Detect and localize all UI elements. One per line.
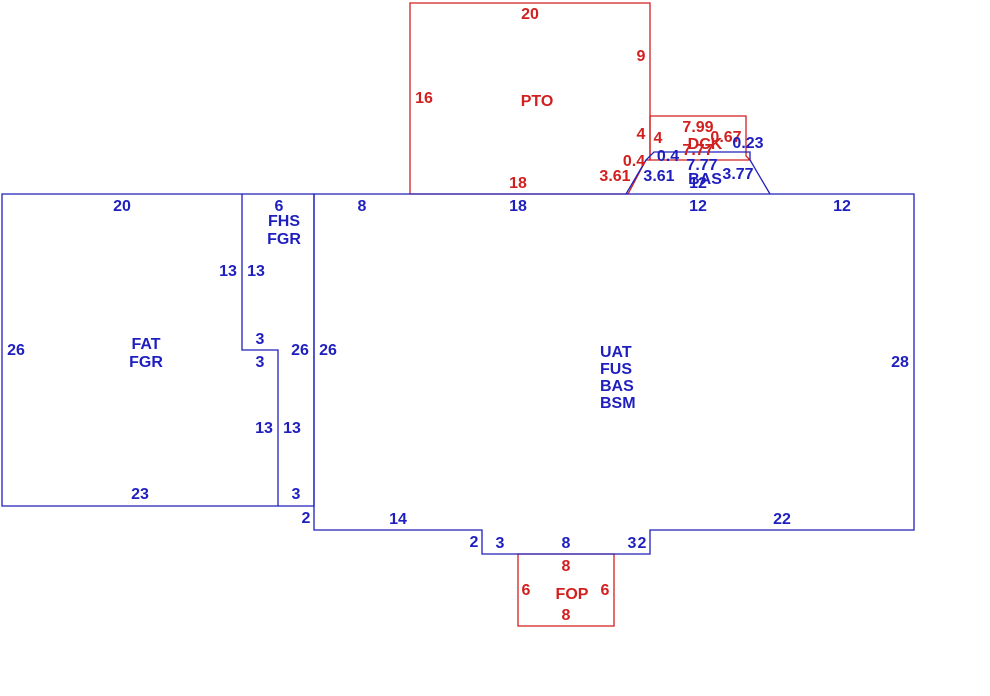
dim-bay-diag-right: 3.77 bbox=[722, 166, 753, 183]
dim-main-top-a: 8 bbox=[358, 198, 367, 215]
dim-deck-top: 7.99 bbox=[682, 119, 713, 136]
main-house-code-3: BAS bbox=[600, 378, 634, 395]
dim-patio-left: 16 bbox=[415, 90, 433, 107]
main-house-outline bbox=[313, 193, 915, 555]
main-house-code-1: UAT bbox=[600, 344, 632, 361]
bay-code: BAS bbox=[688, 171, 722, 188]
dim-porch-jog-c: 3 bbox=[628, 535, 637, 552]
deck-outline bbox=[649, 115, 752, 161]
dim-patio-diag-a: 0.4 bbox=[623, 153, 645, 170]
dim-patio-top: 20 bbox=[521, 6, 539, 23]
dim-main-bottom-left: 14 bbox=[389, 511, 407, 528]
strip-code-2: FGR bbox=[267, 231, 301, 248]
main-house-code-4: BSM bbox=[600, 395, 636, 412]
dim-deck-diag: 0.67 bbox=[710, 129, 741, 146]
dim-bay-right-small: 0.23 bbox=[732, 135, 763, 152]
porch-code: FOP bbox=[556, 586, 589, 603]
dim-patio-bottom: 18 bbox=[509, 175, 527, 192]
dim-lower-b: 13 bbox=[283, 420, 301, 437]
dim-bay-bottom: 12 bbox=[689, 175, 707, 192]
dim-main-right: 28 bbox=[891, 354, 909, 371]
bay-outline bbox=[625, 151, 771, 195]
dim-main-top-b: 18 bbox=[509, 198, 527, 215]
main-house-code-2: FUS bbox=[600, 361, 632, 378]
dim-bay-diag-small: 0.4 bbox=[657, 148, 679, 165]
dim-strip-top: 6 bbox=[275, 198, 284, 215]
dim-main-top-d: 12 bbox=[833, 198, 851, 215]
strip-code-1: FHS bbox=[268, 213, 300, 230]
dim-strip-inner-b: 13 bbox=[247, 263, 265, 280]
dim-porch-top: 8 bbox=[562, 535, 571, 552]
dim-lower-bottom: 3 bbox=[292, 486, 301, 503]
dim-porch-left: 6 bbox=[522, 582, 531, 599]
dim-strip-inner-a: 13 bbox=[219, 263, 237, 280]
dim-porch-jog-d: 2 bbox=[638, 535, 647, 552]
dim-porch-jog-b: 3 bbox=[496, 535, 505, 552]
dim-lower-a: 13 bbox=[255, 420, 273, 437]
dim-left-bottom: 23 bbox=[131, 486, 149, 503]
dim-notch-side: 3 bbox=[256, 354, 265, 371]
dim-main-top-c: 12 bbox=[689, 198, 707, 215]
dim-left-side: 26 bbox=[7, 342, 25, 359]
dim-porch-jog-a: 2 bbox=[470, 534, 479, 551]
left-garage-code-1: FAT bbox=[131, 336, 160, 353]
dim-bay-top: 7.77 bbox=[686, 157, 717, 174]
deck-code: DCK bbox=[688, 136, 723, 153]
dim-notch-top: 3 bbox=[256, 331, 265, 348]
dim-patio-diag-b: 3.61 bbox=[599, 168, 630, 185]
dim-jog-left: 2 bbox=[302, 510, 311, 527]
left-garage-code-2: FGR bbox=[129, 354, 163, 371]
dim-strip-right: 26 bbox=[291, 342, 309, 359]
dim-patio-right-lower: 4 bbox=[637, 126, 646, 143]
dim-porch-right: 6 bbox=[601, 582, 610, 599]
dim-deck-left: 4 bbox=[654, 130, 663, 147]
patio-code: PTO bbox=[521, 93, 554, 110]
dim-main-left: 26 bbox=[319, 342, 337, 359]
dim-bay-diag-left: 3.61 bbox=[643, 168, 674, 185]
dim-deck-bottom: 7.77 bbox=[682, 142, 713, 159]
dim-porch-top-red: 8 bbox=[562, 558, 571, 575]
dim-patio-right-upper: 9 bbox=[637, 48, 646, 65]
dim-left-top: 20 bbox=[113, 198, 131, 215]
dim-porch-bottom: 8 bbox=[562, 607, 571, 624]
dim-main-bottom-right: 22 bbox=[773, 511, 791, 528]
